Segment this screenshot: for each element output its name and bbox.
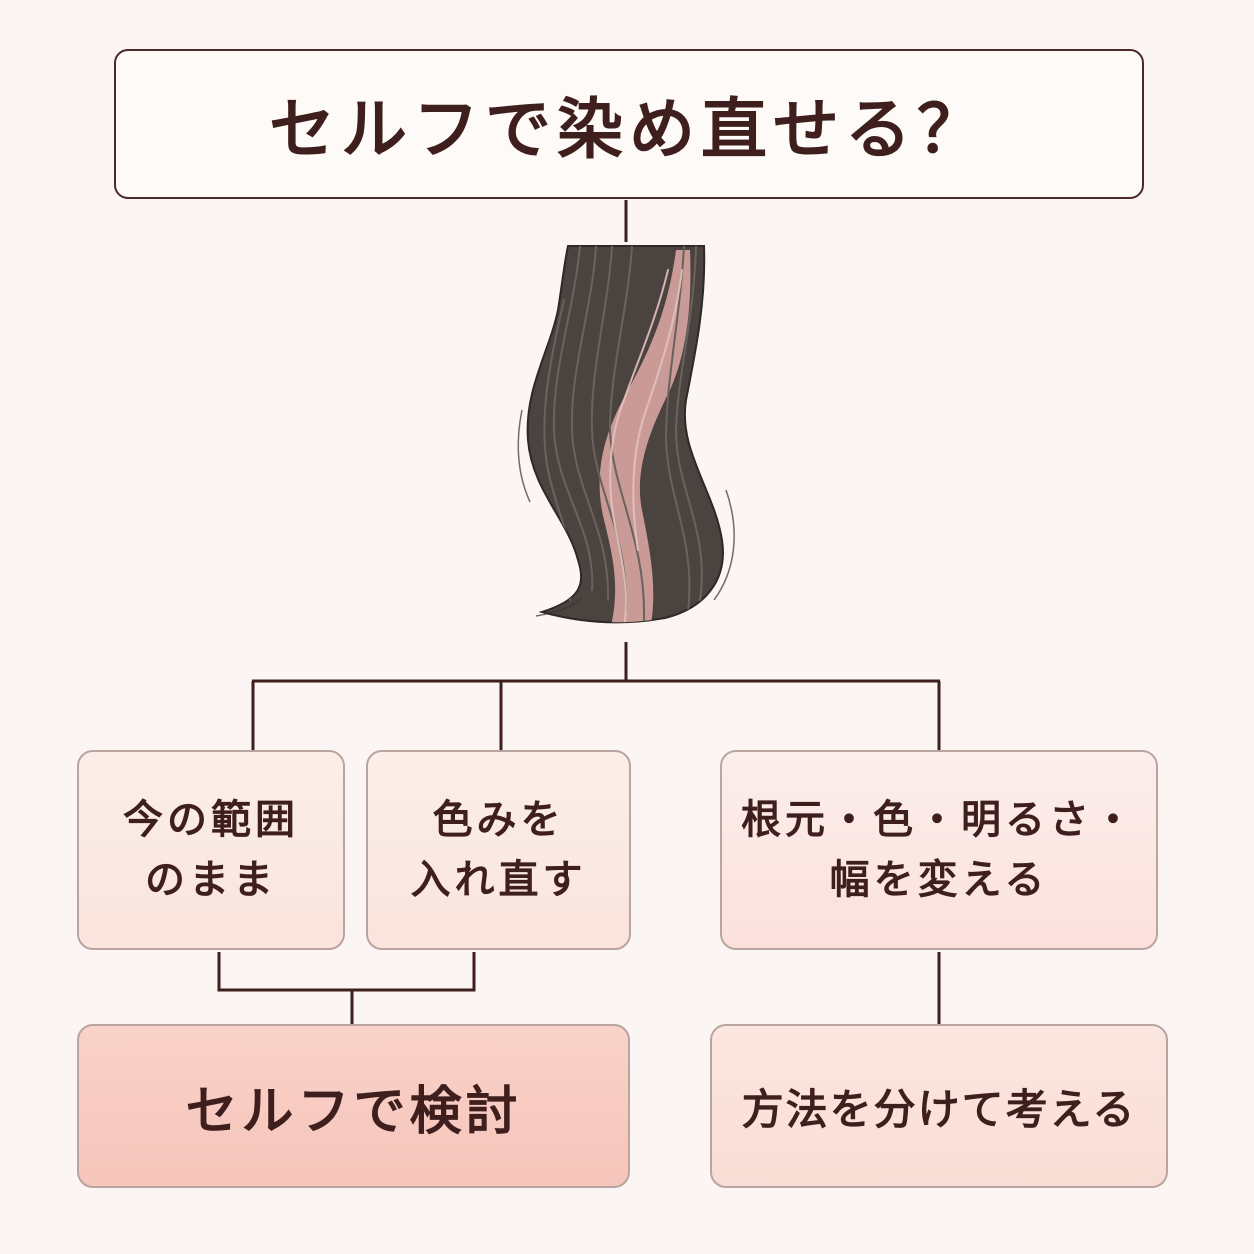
option-2-line-2: 入れ直す [410, 856, 587, 903]
result-box-self: セルフで検討 [77, 1024, 630, 1188]
title-text: セルフで染め直せる？ [269, 90, 989, 168]
option-box-recolor: 色みを 入れ直す [366, 750, 631, 950]
result-right-text: 方法を分けて考える [741, 1084, 1137, 1134]
option-1-line-2: のまま [145, 856, 277, 903]
option-1-line-1: 今の範囲 [123, 796, 299, 843]
option-box-current-range: 今の範囲 のまま [77, 750, 345, 950]
option-box-change-style: 根元・色・明るさ・ 幅を変える [720, 750, 1158, 950]
highlight-streak [599, 250, 691, 623]
result-box-separate-methods: 方法を分けて考える [710, 1024, 1168, 1188]
merge-left-line [217, 952, 476, 992]
option-2-line-1: 色みを [432, 796, 565, 843]
title-box: セルフで染め直せる？ [114, 49, 1144, 199]
hair-strand-illustration [517, 245, 735, 624]
option-3-line-1: 根元・色・明るさ・ [741, 796, 1137, 843]
result-left-text: セルフで検討 [185, 1080, 522, 1142]
option-3-line-2: 幅を変える [829, 856, 1049, 903]
